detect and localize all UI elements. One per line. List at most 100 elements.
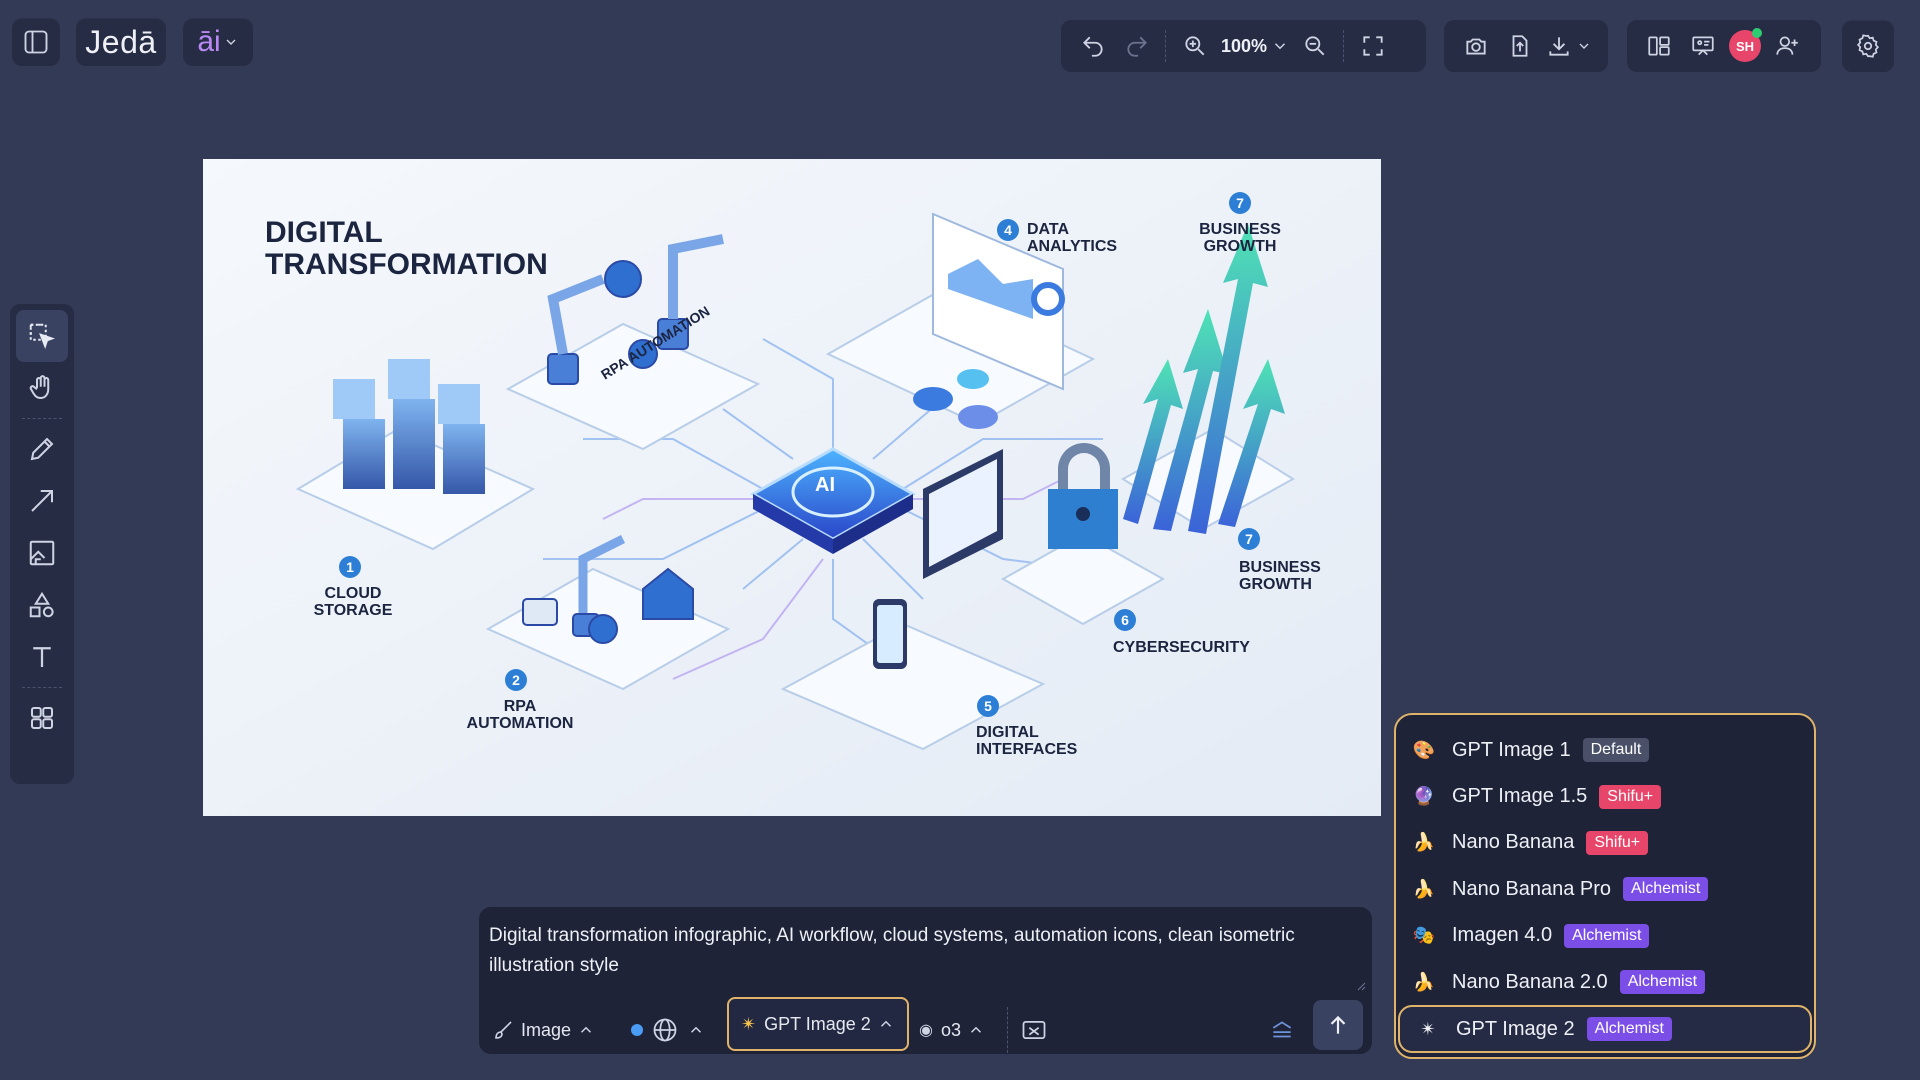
section-number: 4 [997,219,1019,241]
pencil-tool[interactable] [16,423,68,475]
hand-tool[interactable] [16,362,68,414]
padlock [1048,443,1118,549]
stack-icon [1272,1021,1292,1038]
model-label: GPT Image 2 [764,1013,871,1034]
add-user-icon [1776,36,1798,55]
select-cursor-icon [29,323,55,349]
present-button[interactable] [1681,24,1725,68]
mode-selector[interactable]: Image [491,1007,595,1053]
brand-logo[interactable]: Jedā [76,18,166,66]
brush-icon [495,1021,512,1039]
prompt-input[interactable]: Digital transformation infographic, AI w… [489,925,1295,976]
arrow-up-icon [1330,1015,1346,1034]
layout-button[interactable] [1637,24,1681,68]
divider [1343,30,1345,62]
cloud-servers [333,359,485,494]
tier-badge: Shifu+ [1599,784,1662,809]
digital-devices [873,449,1003,669]
ai-chip [749,447,917,554]
divider [22,687,62,688]
redo-button[interactable] [1115,24,1159,68]
collab-toolbar: SH [1627,20,1821,72]
upload-file-icon [1512,35,1528,57]
model-option[interactable]: 🍌 Nano Banana Pro Alchemist [1396,866,1814,912]
image-tool[interactable] [16,527,68,579]
tier-badge: Alchemist [1586,1017,1672,1042]
zoom-out-icon [1305,36,1325,56]
model-option-icon: 🍌 [1412,832,1436,853]
model-option-label: GPT Image 1 [1452,738,1571,761]
brand-name: Jedā [85,23,157,60]
prompt-panel: Digital transformation infographic, AI w… [479,907,1372,1054]
tier-badge: Alchemist [1623,877,1709,902]
grid-icon [31,707,53,729]
model-option-label: Imagen 4.0 [1452,924,1553,947]
stack-options-button[interactable] [1269,1007,1295,1053]
reasoning-model-selector[interactable]: ◉ o3 [919,1007,985,1053]
sidebar-panel-icon [24,30,48,54]
tier-badge: Alchemist [1564,923,1650,948]
model-option-label: Nano Banana Pro [1452,877,1612,900]
zoom-level-value: 100% [1221,35,1268,56]
infographic-illustration [203,159,1381,816]
send-button[interactable] [1313,1000,1363,1050]
tier-badge: Shifu+ [1586,830,1649,855]
section-number: 7 [1229,192,1251,214]
fit-to-screen-button[interactable] [1351,24,1395,68]
pencil-icon [30,437,54,461]
invite-user-button[interactable] [1765,24,1809,68]
model-option[interactable]: 🍌 Nano Banana Shifu+ [1396,820,1814,866]
robot-arms [522,234,724,644]
divider [1165,30,1167,62]
model-option-icon: 🍌 [1412,878,1436,899]
text-icon [33,647,51,667]
download-dropdown[interactable] [1542,24,1592,68]
templates-tool[interactable] [16,692,68,744]
tier-badge: Default [1582,738,1650,763]
web-search-toggle[interactable] [631,1007,705,1053]
zoom-level-dropdown[interactable]: 100% [1217,36,1293,57]
model-selector-button[interactable]: ✴ GPT Image 2 [727,997,909,1051]
ai-menu-label: āi [197,25,221,58]
zoom-out-button[interactable] [1293,24,1337,68]
camera-icon [1466,38,1486,55]
sidebar-toggle-button[interactable] [12,18,60,66]
text-tool[interactable] [16,631,68,683]
ai-menu-button[interactable]: āi [183,18,253,66]
layout-icon [1648,36,1670,56]
select-tool[interactable] [16,310,68,362]
generated-infographic-image[interactable]: DIGITAL TRANSFORMATION RPA AUTOMATION AI… [203,159,1381,816]
avatar[interactable]: SH [1729,28,1762,62]
image-reference-button[interactable] [1007,1007,1048,1053]
model-icon: ✴ [741,1013,757,1034]
tier-badge: Alchemist [1619,970,1706,995]
shapes-tool[interactable] [16,579,68,631]
zoom-in-button[interactable] [1173,24,1217,68]
screenshot-button[interactable] [1454,24,1498,68]
arrow-tool[interactable] [16,475,68,527]
undo-button[interactable] [1071,24,1115,68]
model-option-icon: 🔮 [1412,786,1436,807]
settings-button[interactable] [1842,20,1894,72]
image-frame-icon [29,540,55,566]
section-label-cybersecurity: CYBERSECURITY [1113,639,1250,656]
growth-arrows [1123,224,1285,534]
mode-label: Image [521,1019,572,1040]
chevron-down-icon [1579,43,1589,49]
analytics-monitor [913,212,1065,429]
infographic-title: DIGITAL TRANSFORMATION [265,216,548,281]
model-option-label: Nano Banana [1452,831,1575,854]
share-button[interactable] [1498,24,1542,68]
image-placeholder-icon [1022,1020,1046,1040]
section-number: 6 [1114,609,1136,631]
model-option-icon: 🍌 [1412,971,1436,992]
